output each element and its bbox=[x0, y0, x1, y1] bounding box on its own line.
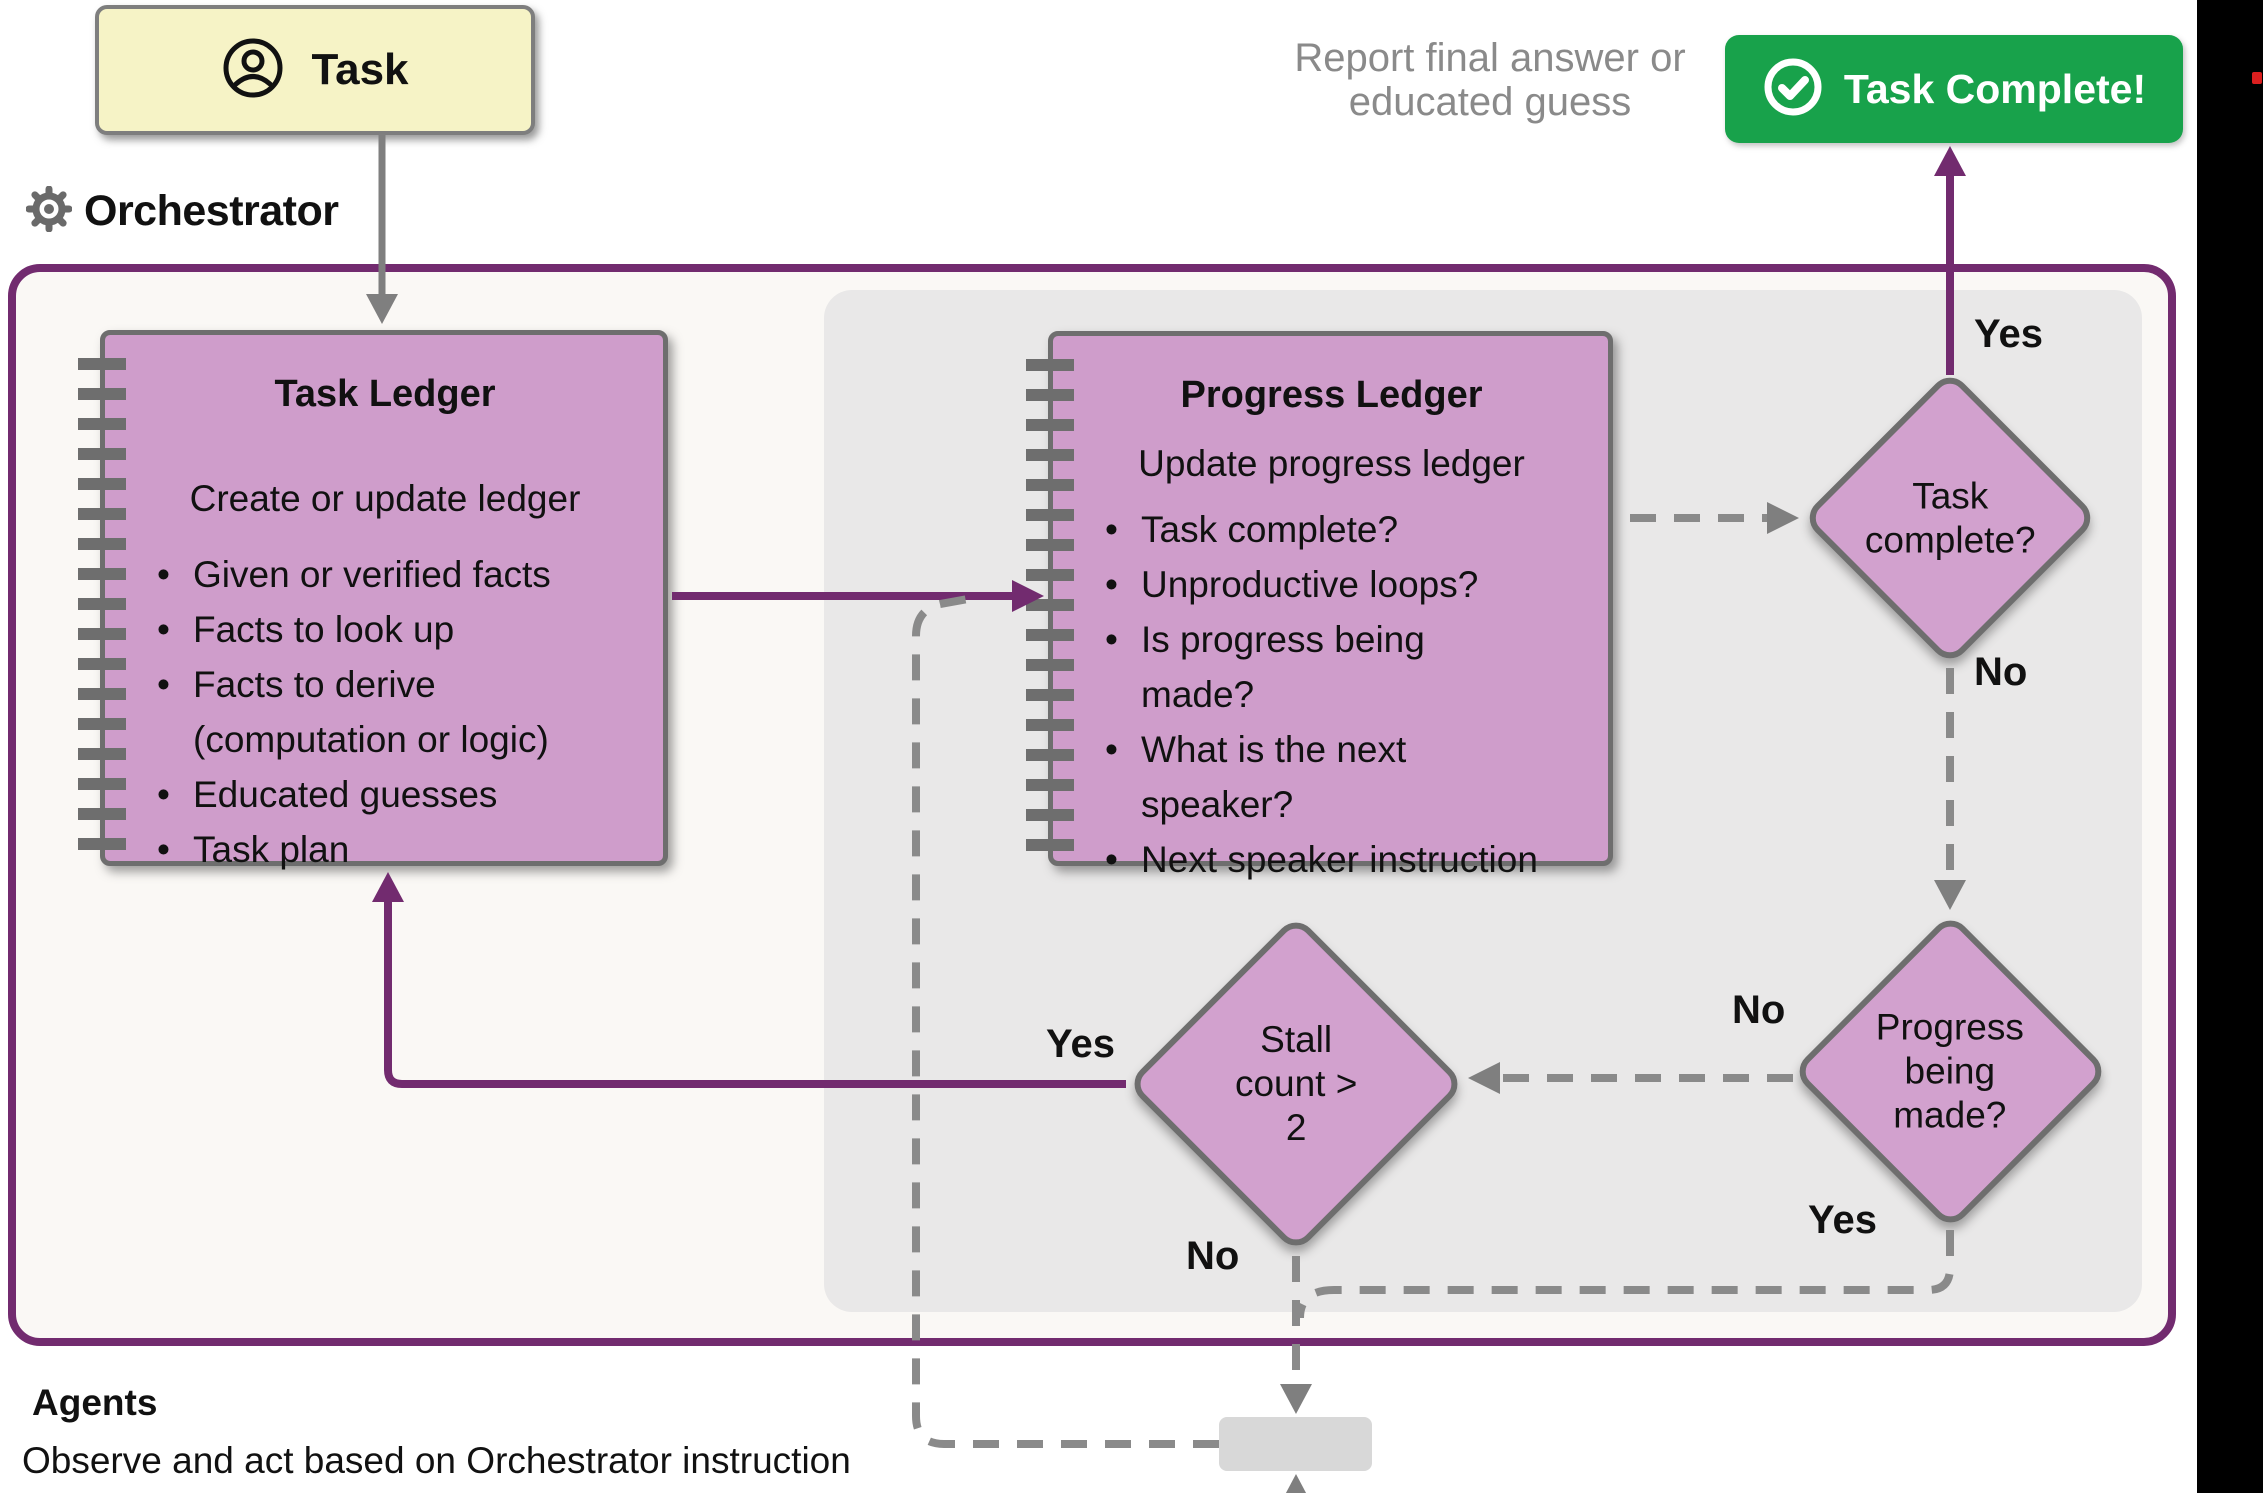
list-item: Task complete? bbox=[1103, 502, 1590, 557]
label-no-stall: No bbox=[1186, 1234, 1240, 1278]
screen-edge-band bbox=[2197, 0, 2263, 1493]
task-ledger-subtitle: Create or update ledger bbox=[189, 478, 581, 519]
task-ledger-node: Task Ledger Create or update ledger Give… bbox=[100, 330, 668, 877]
list-item: Next speaker instruction bbox=[1103, 832, 1590, 887]
progress-ledger-subtitle: Update progress ledger bbox=[1138, 443, 1525, 484]
task-ledger-title: Task Ledger bbox=[274, 373, 496, 415]
label-yes-task-complete: Yes bbox=[1974, 312, 2043, 356]
task-complete-badge: Task Complete! bbox=[1725, 35, 2183, 143]
gear-icon bbox=[25, 185, 73, 237]
list-item: Facts to derive (computation or logic) bbox=[155, 657, 645, 767]
label-yes-stall: Yes bbox=[1046, 1022, 1115, 1066]
label-no-task-complete: No bbox=[1974, 650, 2028, 694]
label-no-progress: No bbox=[1732, 988, 1786, 1032]
record-indicator-dot bbox=[2252, 72, 2262, 84]
check-circle-icon bbox=[1762, 56, 1824, 123]
task-node: Task bbox=[95, 5, 535, 135]
progress-ledger-node: Progress Ledger Update progress ledger T… bbox=[1048, 331, 1613, 887]
user-icon bbox=[221, 36, 285, 105]
list-item: Task plan bbox=[155, 822, 645, 877]
agents-subtitle: Observe and act based on Orchestrator in… bbox=[22, 1440, 851, 1481]
task-ledger-list: Given or verified facts Facts to look up… bbox=[155, 547, 645, 877]
list-item: Educated guesses bbox=[155, 767, 645, 822]
label-yes-progress: Yes bbox=[1808, 1198, 1877, 1242]
agent-placeholder-node bbox=[1219, 1417, 1372, 1471]
list-item: Given or verified facts bbox=[155, 547, 645, 602]
notebook-rings bbox=[1026, 359, 1074, 851]
list-item: Unproductive loops? bbox=[1103, 557, 1590, 612]
agents-title: Agents bbox=[32, 1382, 158, 1423]
list-item: Facts to look up bbox=[155, 602, 645, 657]
task-complete-badge-label: Task Complete! bbox=[1843, 65, 2147, 112]
orchestrator-label: Orchestrator bbox=[84, 187, 339, 235]
list-item: What is the next speaker? bbox=[1103, 722, 1590, 832]
task-node-label: Task bbox=[311, 45, 409, 94]
progress-ledger-title: Progress Ledger bbox=[1180, 374, 1483, 416]
arrow-agent-up bbox=[1285, 1474, 1307, 1493]
report-final-answer-text: Report final answer or educated guess bbox=[1294, 36, 1686, 124]
orchestrator-heading: Orchestrator bbox=[25, 185, 339, 237]
notebook-rings bbox=[78, 358, 126, 850]
list-item: Is progress being made? bbox=[1103, 612, 1590, 722]
progress-ledger-list: Task complete? Unproductive loops? Is pr… bbox=[1103, 502, 1590, 887]
